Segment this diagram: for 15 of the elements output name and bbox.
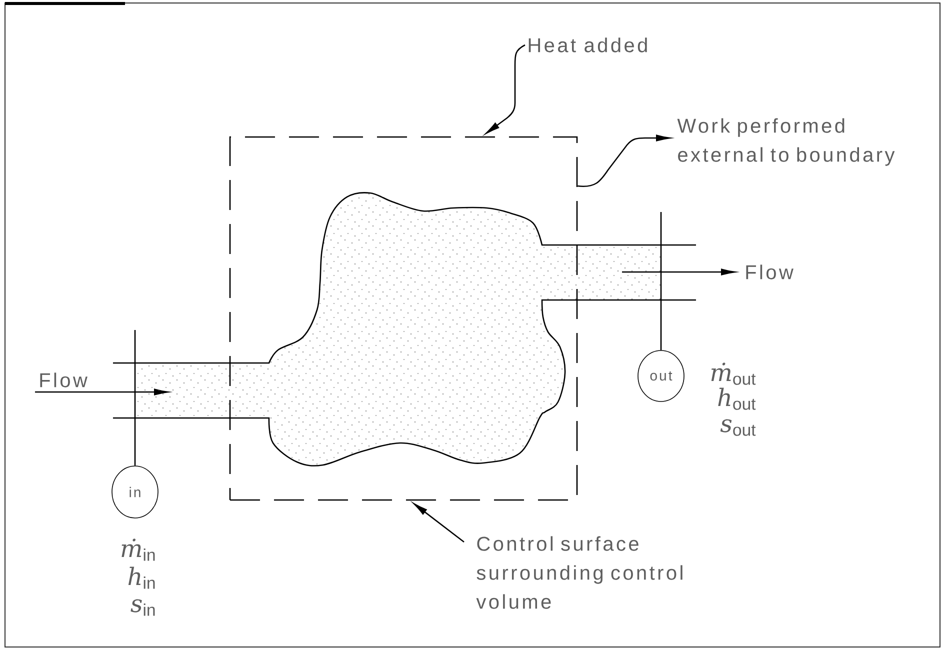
quantity-label: ṁ$_{in}$ [122,538,155,561]
callout-text: Heat added [528,38,647,52]
quantity-label: ṁ$_{out}$ [711,362,756,385]
control-volume [113,192,696,466]
leader-arrow [578,134,670,187]
quantity-label: s$_{out}$ [720,419,756,436]
callout-text: Work performed external to boundary [677,118,895,166]
quantity-label: s$_{in}$ [130,599,155,616]
station-line [134,330,136,466]
quantity-label: h$_{out}$ [718,388,756,410]
quantity-label: h$_{in}$ [128,566,155,589]
station-line [660,212,662,350]
text-label: Flow [746,264,794,280]
callout-text: Control surface surrounding control volume [476,536,682,609]
text-label: Flow [40,372,88,388]
